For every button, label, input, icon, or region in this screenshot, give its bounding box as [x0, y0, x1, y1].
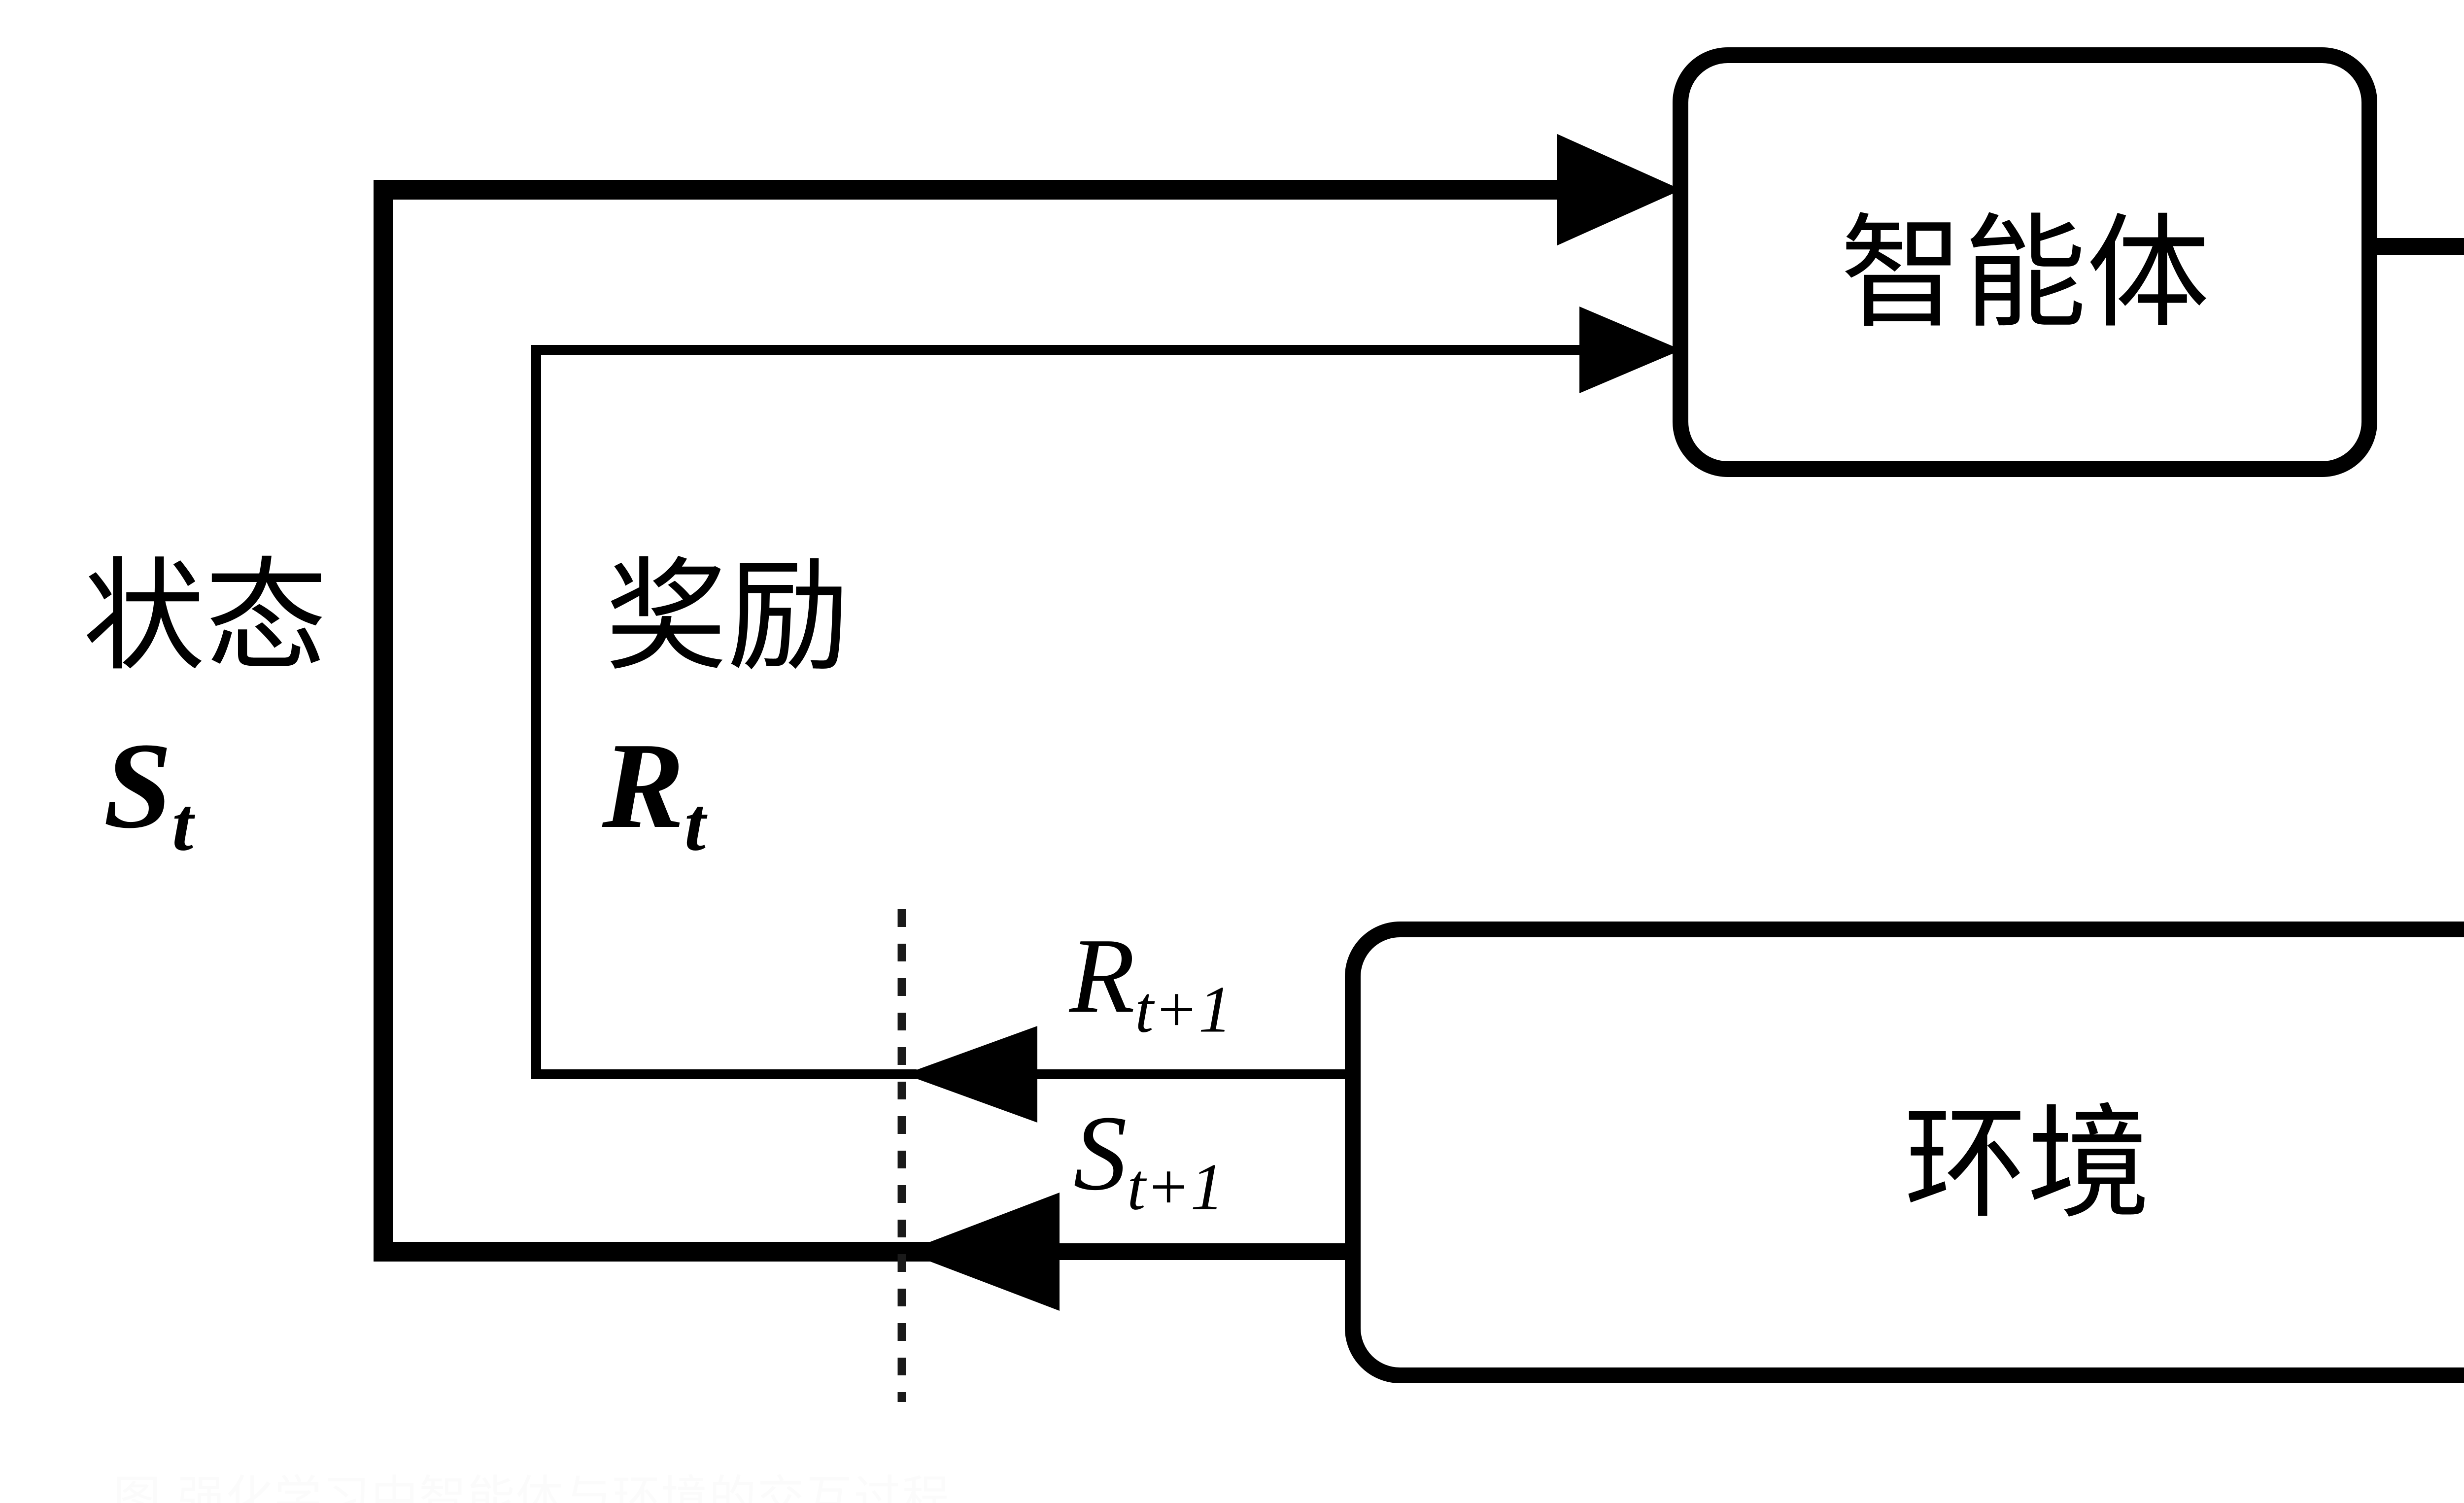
state-out-arrowhead-icon — [904, 1193, 1060, 1311]
reward-label-symbol: Rt — [602, 724, 706, 863]
state-arrowhead-into-agent-icon — [1557, 134, 1681, 245]
state-label-symbol: St — [103, 724, 194, 863]
state-label-text: 状态 — [83, 546, 327, 688]
next-state-symbol-base: S — [1073, 1094, 1127, 1213]
agent-box[interactable] — [1673, 47, 2377, 477]
edge-environment-reward-out — [904, 1026, 1353, 1123]
edge-environment-state-out — [904, 1193, 1353, 1311]
edge-reward-feedback — [531, 307, 1681, 1079]
reward-out-arrowhead-icon — [904, 1026, 1037, 1123]
next-reward-symbol-base: R — [1069, 917, 1135, 1035]
reward-symbol-base: R — [602, 717, 684, 854]
state-symbol-subscript: t — [172, 782, 194, 867]
next-reward-label: Rt+1 — [1069, 922, 1232, 1043]
reward-arrowhead-into-agent-icon — [1579, 307, 1681, 393]
next-state-symbol-subscript: t+1 — [1127, 1150, 1224, 1224]
edge-state-feedback — [374, 134, 1681, 1262]
figure-caption: 图 强化学习中智能体与环境的交互过程 — [113, 1470, 951, 1503]
reward-label-text: 奖励 — [605, 546, 850, 688]
environment-box[interactable] — [1345, 922, 2464, 1383]
reward-symbol-subscript: t — [684, 782, 707, 867]
reward-edge-line — [531, 345, 1592, 1079]
next-reward-symbol-subscript: t+1 — [1135, 973, 1232, 1047]
agent-box-label: 智能体 — [1840, 202, 2210, 345]
state-symbol-base: S — [103, 717, 172, 854]
state-edge-line — [374, 180, 1567, 1262]
next-state-label: St+1 — [1073, 1100, 1224, 1221]
environment-box-label: 环境 — [1904, 1092, 2151, 1235]
